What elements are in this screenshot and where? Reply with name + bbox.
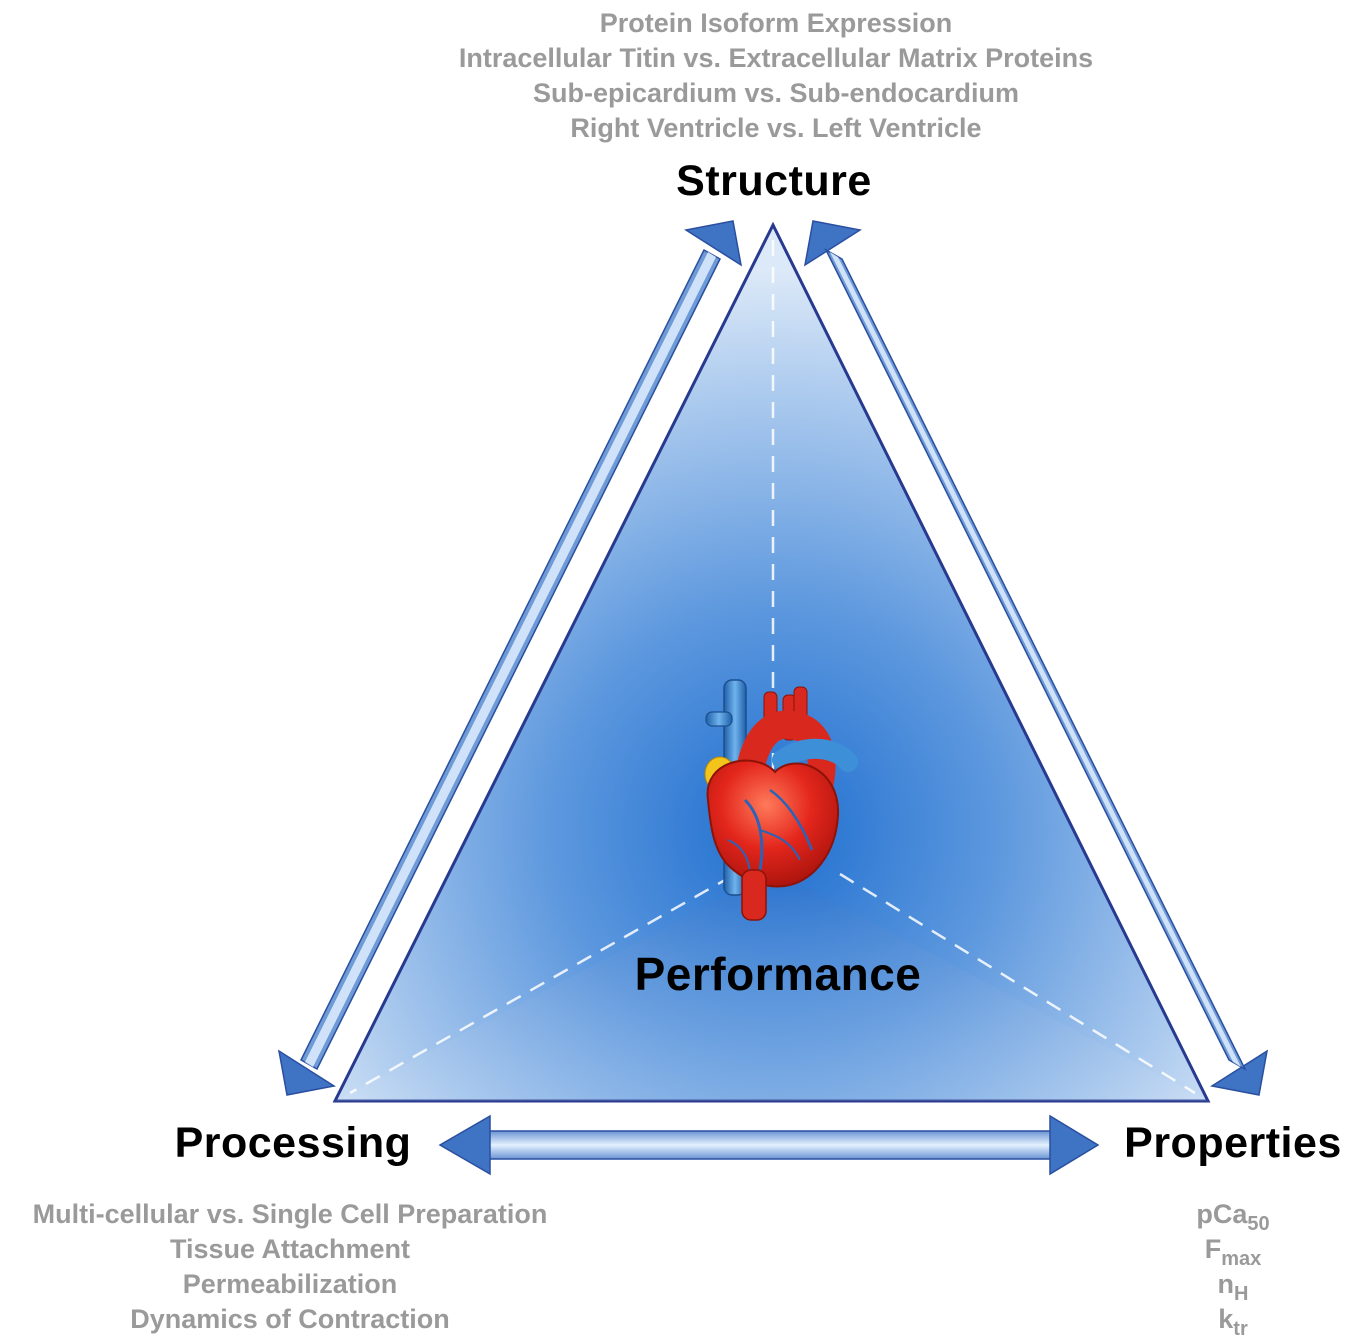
dashed-line-right (839, 872, 1196, 1095)
property-ktr: ktr (1168, 1302, 1298, 1340)
processing-note: Tissue Attachment (169, 1234, 411, 1264)
property-subscript: max (1221, 1248, 1262, 1270)
property-symbol: k (1218, 1304, 1234, 1334)
structure-note: Protein Isoform Expression (599, 8, 953, 38)
structure-note: Right Ventricle vs. Left Ventricle (570, 113, 982, 143)
property-subscript: tr (1233, 1318, 1248, 1340)
performance-label: Performance (634, 948, 922, 1000)
property-pca50: pCa50 (1168, 1197, 1298, 1235)
structure-note: Sub-epicardium vs. Sub-endocardium (532, 78, 1020, 108)
property-subscript: H (1234, 1283, 1249, 1305)
arrow-structure-processing (277, 220, 743, 1096)
properties-notes: pCa50 Fmax nH ktr (1168, 1197, 1298, 1340)
processing-note: Multi-cellular vs. Single Cell Preparati… (32, 1199, 548, 1229)
structure-label: Structure (676, 157, 872, 205)
property-symbol: F (1204, 1234, 1222, 1264)
arrow-processing-properties (438, 1114, 1100, 1176)
property-fmax: Fmax (1168, 1232, 1298, 1270)
processing-notes: Multi-cellular vs. Single Cell Preparati… (0, 1197, 580, 1337)
structure-notes: Protein Isoform Expression Intracellular… (384, 6, 1168, 146)
heart-icon (704, 679, 858, 921)
dashed-line-left (349, 874, 733, 1095)
properties-label: Properties (1124, 1119, 1342, 1167)
arrow-structure-properties (803, 220, 1269, 1096)
processing-label: Processing (174, 1119, 412, 1167)
property-symbol: pCa (1196, 1199, 1248, 1229)
processing-note: Permeabilization (182, 1269, 398, 1299)
structure-note: Intracellular Titin vs. Extracellular Ma… (458, 43, 1094, 73)
property-subscript: 50 (1247, 1213, 1270, 1235)
property-nh: nH (1168, 1267, 1298, 1305)
processing-note: Dynamics of Contraction (130, 1304, 450, 1334)
property-symbol: n (1217, 1269, 1235, 1299)
